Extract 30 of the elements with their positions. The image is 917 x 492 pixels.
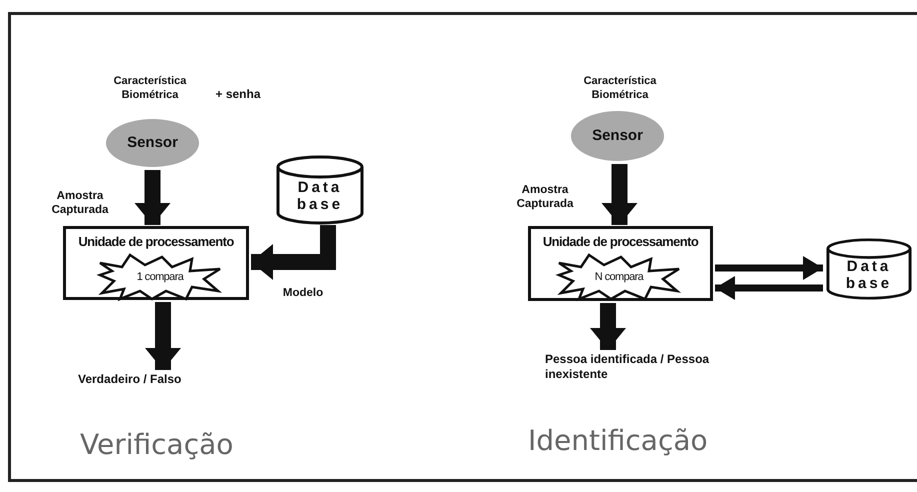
block-arrow [715, 276, 823, 300]
sensor-label: Sensor [127, 134, 178, 152]
database-label: Data base [296, 178, 344, 214]
block-arrow [590, 303, 626, 350]
section-title: Verificação [80, 428, 234, 461]
result-text: Verdadeiro / Falso [78, 372, 238, 387]
database-label: Data base [844, 258, 894, 292]
process-box [63, 226, 249, 300]
block-arrow [145, 302, 181, 370]
box-title: Unidade de processamento [78, 235, 234, 250]
input-text: Característica Biométrica [112, 75, 188, 102]
result-text: Pessoa identificada / Pessoa inexistente [545, 352, 725, 382]
edge-label: Amostra Capturada [50, 189, 110, 218]
sensor-ellipse [570, 110, 665, 162]
sensor-label: Sensor [592, 127, 643, 145]
block-arrow [602, 164, 638, 225]
compare-label: 1 compara [136, 270, 185, 284]
edge-label: Amostra Capturada [516, 183, 574, 212]
block-arrow [715, 256, 823, 280]
database-cylinder [275, 155, 365, 225]
process-box [528, 226, 713, 301]
block-arrow [134, 170, 170, 225]
section-title: Identificação [528, 424, 708, 457]
sensor-ellipse [105, 118, 200, 168]
database-cylinder [825, 238, 913, 300]
input-text: Característica Biométrica [582, 75, 658, 102]
password-text: + senha [214, 87, 262, 102]
box-title: Unidade de processamento [542, 235, 698, 250]
edge-label: Modelo [282, 286, 324, 300]
compare-label: N compara [594, 270, 645, 284]
